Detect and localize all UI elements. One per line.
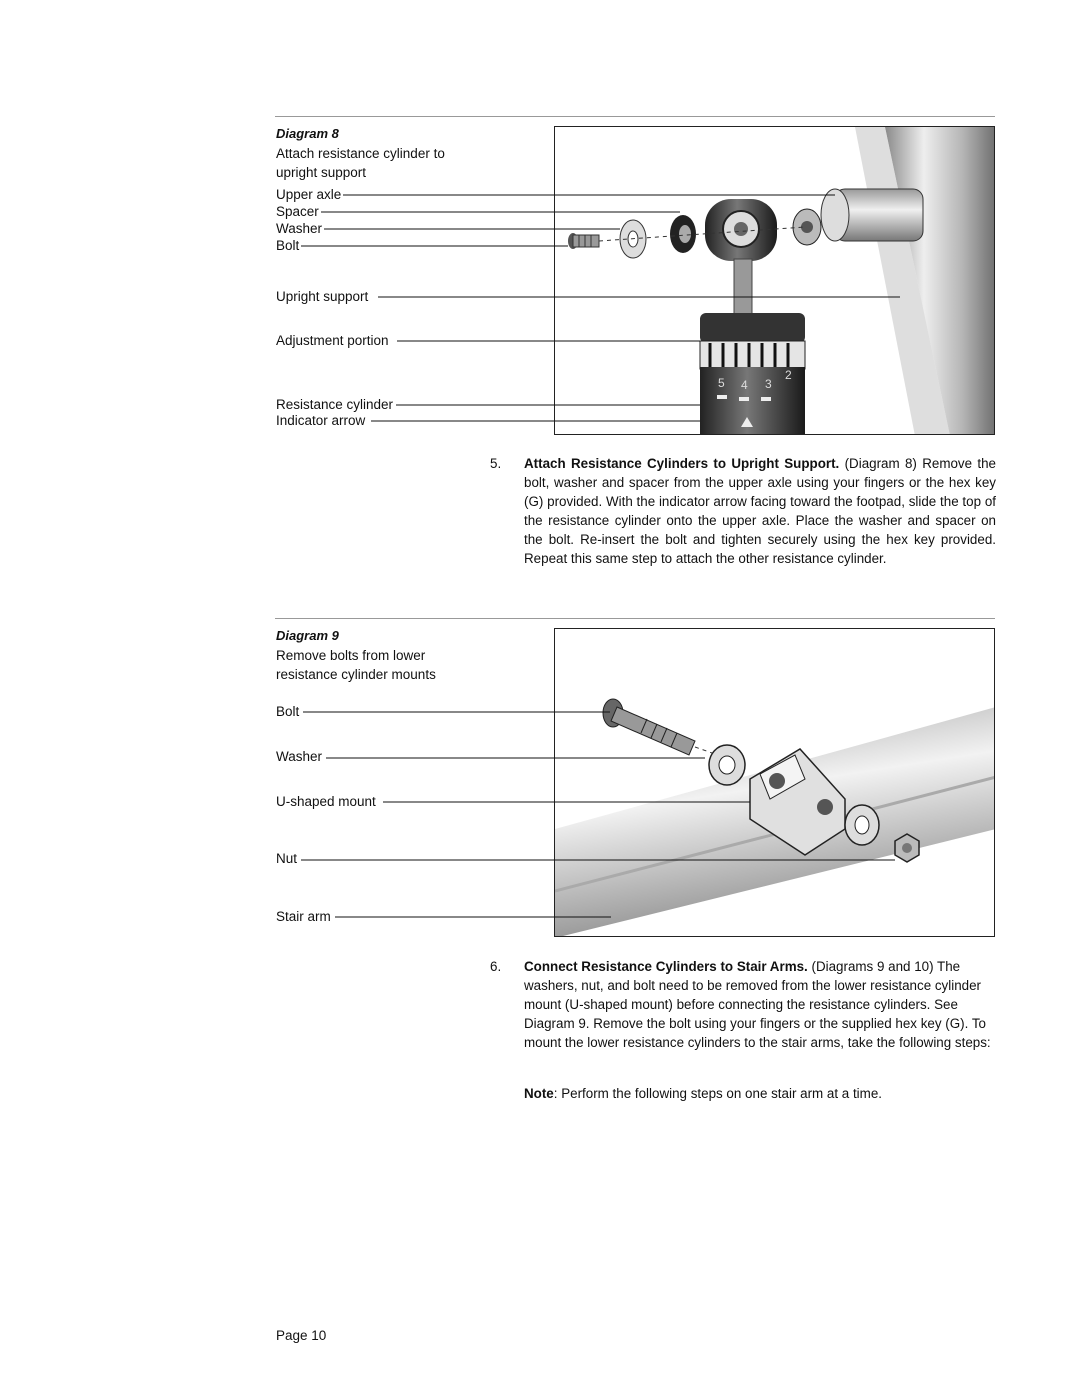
- diagram-9-figure: [554, 628, 995, 937]
- step-5-text: (Diagram 8) Remove the bolt, washer and …: [524, 456, 997, 566]
- svg-text:5: 5: [718, 376, 725, 390]
- step-6-text: (Diagrams 9 and 10) The washers, nut, an…: [524, 959, 991, 1050]
- step-5-body: Attach Resistance Cylinders to Upright S…: [524, 454, 996, 568]
- svg-text:2: 2: [785, 368, 792, 382]
- svg-text:4: 4: [741, 378, 748, 392]
- note: Note: Perform the following steps on one…: [524, 1084, 994, 1103]
- diagram-8-figure: 5 4 3 2: [554, 126, 995, 435]
- label-bolt: Bolt: [276, 238, 302, 254]
- diagram-9-caption: Remove bolts from lower resistance cylin…: [276, 648, 436, 682]
- diagram-8-caption: Attach resistance cylinder to upright su…: [276, 146, 445, 180]
- note-text: : Perform the following steps on one sta…: [553, 1086, 882, 1101]
- section-rule: [275, 618, 995, 619]
- step-6-body: Connect Resistance Cylinders to Stair Ar…: [524, 957, 996, 1052]
- diagram-9-title: Diagram 9: [276, 628, 339, 643]
- diagram-8-illustration: 5 4 3 2: [568, 127, 994, 434]
- indicator-arrow-mark: [741, 417, 753, 427]
- step-5: 5. Attach Resistance Cylinders to Uprigh…: [490, 454, 996, 568]
- label-resistance-cylinder: Resistance cylinder: [276, 397, 396, 413]
- label-nut: Nut: [276, 851, 300, 867]
- step-5-number: 5.: [490, 456, 502, 471]
- label-spacer: Spacer: [276, 204, 321, 220]
- label-bolt-9: Bolt: [276, 704, 302, 720]
- svg-text:3: 3: [765, 377, 772, 391]
- page-number: Page 10: [276, 1328, 327, 1343]
- label-u-shaped-mount: U-shaped mount: [276, 794, 378, 810]
- diagram-8-title: Diagram 8: [276, 126, 339, 141]
- diagram-9-illustration: [555, 698, 994, 936]
- note-label: Note: [524, 1086, 554, 1101]
- step-5-heading: Attach Resistance Cylinders to Upright S…: [524, 456, 840, 471]
- label-indicator-arrow: Indicator arrow: [276, 413, 368, 429]
- step-6: 6. Connect Resistance Cylinders to Stair…: [490, 957, 996, 1052]
- step-6-number: 6.: [490, 959, 502, 974]
- step-6-heading: Connect Resistance Cylinders to Stair Ar…: [524, 959, 808, 974]
- label-stair-arm: Stair arm: [276, 909, 333, 925]
- label-washer-9: Washer: [276, 749, 325, 765]
- label-washer: Washer: [276, 221, 325, 237]
- label-upper-axle: Upper axle: [276, 187, 344, 203]
- label-adjustment-portion: Adjustment portion: [276, 333, 391, 349]
- label-upright-support: Upright support: [276, 289, 371, 305]
- top-rule: [275, 116, 995, 117]
